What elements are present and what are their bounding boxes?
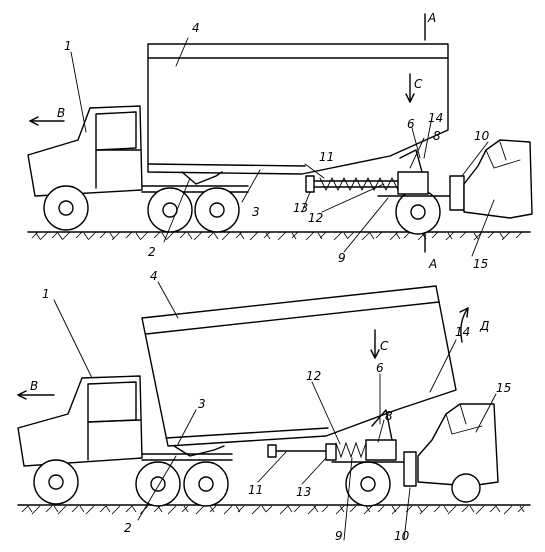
vehicle-top <box>463 139 533 219</box>
label-bottom-14: 14 <box>455 325 470 339</box>
label-bottom-9: 9 <box>335 529 343 543</box>
direction-arrow-b-top <box>29 116 65 126</box>
label-bottom-13: 13 <box>296 485 311 499</box>
label-top-15: 15 <box>473 257 488 271</box>
label-bottom-10: 10 <box>394 529 410 543</box>
ground-bottom <box>17 504 531 515</box>
label-direction-b-bottom: B <box>30 379 38 393</box>
body-top <box>147 43 449 175</box>
force-arrow-c-bottom <box>370 329 380 359</box>
hinge-top <box>181 171 223 185</box>
label-top-9: 9 <box>338 251 346 265</box>
label-section-a-bottom: A <box>428 257 437 271</box>
direction-arrow-b-bottom <box>17 390 55 400</box>
label-force-c-top: C <box>414 77 423 91</box>
label-top-3: 3 <box>252 205 260 219</box>
label-section-a-top: A <box>427 11 436 25</box>
label-bottom-6: 6 <box>376 361 384 375</box>
ground-top <box>27 231 531 241</box>
label-bottom-1: 1 <box>42 287 50 301</box>
label-top-12: 12 <box>308 211 323 225</box>
vehicle-bottom <box>417 403 499 503</box>
label-bottom-4: 4 <box>150 269 158 283</box>
force-arrow-c-top <box>405 73 415 103</box>
leader-lines-bottom <box>53 281 497 541</box>
label-bottom-2: 2 <box>124 521 132 535</box>
body-bottom <box>141 285 457 447</box>
label-top-14: 14 <box>428 111 443 125</box>
label-direction-b-top: B <box>57 106 65 120</box>
rotation-arrow-d <box>459 307 469 343</box>
label-force-c-bottom: C <box>380 339 389 353</box>
label-top-2: 2 <box>148 245 156 259</box>
screw-mechanism-top <box>305 149 465 211</box>
label-bottom-11: 11 <box>248 483 263 497</box>
label-bottom-15: 15 <box>496 381 511 395</box>
label-top-13: 13 <box>293 201 308 215</box>
label-bottom-12: 12 <box>306 369 321 383</box>
label-top-6: 6 <box>407 117 415 131</box>
label-top-8: 8 <box>433 129 441 143</box>
label-bottom-3: 3 <box>198 397 206 411</box>
screw-mechanism-bottom <box>267 409 417 487</box>
hinge-bottom <box>173 445 225 457</box>
truck-cab-top <box>27 105 249 197</box>
label-bottom-8: 8 <box>385 409 393 423</box>
label-top-4: 4 <box>192 21 200 35</box>
top-view: 1 2 3 4 6 8 9 10 11 12 13 14 15 A A B C <box>27 11 533 271</box>
label-rotation-d: Д <box>479 319 489 333</box>
label-top-1: 1 <box>64 39 72 53</box>
wheels-bottom <box>33 459 391 507</box>
leader-lines-top <box>70 37 495 257</box>
bottom-view: 1 2 3 4 6 8 9 10 11 12 13 14 15 B C Д <box>17 269 531 543</box>
wheels-top <box>43 185 441 235</box>
label-top-10: 10 <box>474 129 490 143</box>
label-top-11: 11 <box>319 150 334 164</box>
